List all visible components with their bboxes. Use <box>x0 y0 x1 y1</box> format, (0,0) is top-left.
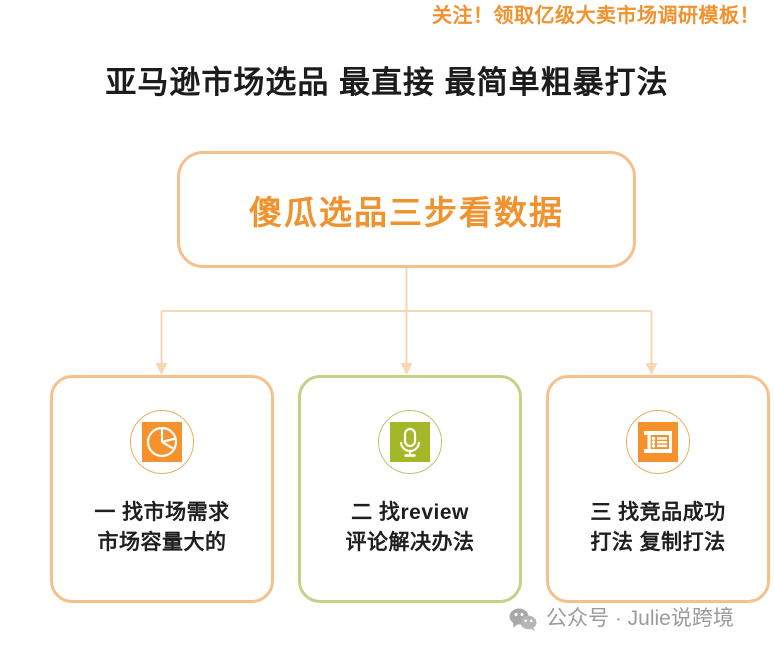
step-card-3-line2: 打法 复制打法 <box>590 531 726 554</box>
pie-chart-icon <box>142 422 182 462</box>
step-card-2-line1: 二 找review <box>351 501 469 524</box>
step-card-1-text: 一 找市场需求 市场容量大的 <box>94 498 229 558</box>
pie-chart-icon-ring <box>130 410 194 474</box>
step-card-2[interactable]: 二 找review 评论解决办法 <box>298 375 522 603</box>
step-card-1-line1: 一 找市场需求 <box>94 501 230 524</box>
step-card-2-text: 二 找review 评论解决办法 <box>346 498 475 558</box>
footer-text: 公众号 · Julie说跨境 <box>546 607 734 630</box>
step-card-1-line2: 市场容量大的 <box>97 531 227 554</box>
root-node-label: 傻瓜选品三步看数据 <box>249 193 564 231</box>
microphone-icon-ring <box>378 410 442 474</box>
step-card-2-line2: 评论解决办法 <box>345 531 475 554</box>
root-node[interactable]: 傻瓜选品三步看数据 <box>177 151 636 268</box>
document-list-icon-ring <box>626 410 690 474</box>
step-card-3-line1: 三 找竞品成功 <box>590 501 726 524</box>
document-list-icon <box>638 422 678 462</box>
promo-banner: 关注！领取亿级大卖市场调研模板！ <box>432 5 760 27</box>
wechat-icon <box>509 608 537 631</box>
step-card-1[interactable]: 一 找市场需求 市场容量大的 <box>50 375 274 603</box>
footer-watermark: 公众号 · Julie说跨境 <box>509 604 734 634</box>
page-title: 亚马逊市场选品 最直接 最简单粗暴打法 <box>105 64 669 100</box>
step-card-3[interactable]: 三 找竞品成功 打法 复制打法 <box>546 375 770 603</box>
step-card-3-text: 三 找竞品成功 打法 复制打法 <box>590 498 725 558</box>
microphone-icon <box>390 422 430 462</box>
